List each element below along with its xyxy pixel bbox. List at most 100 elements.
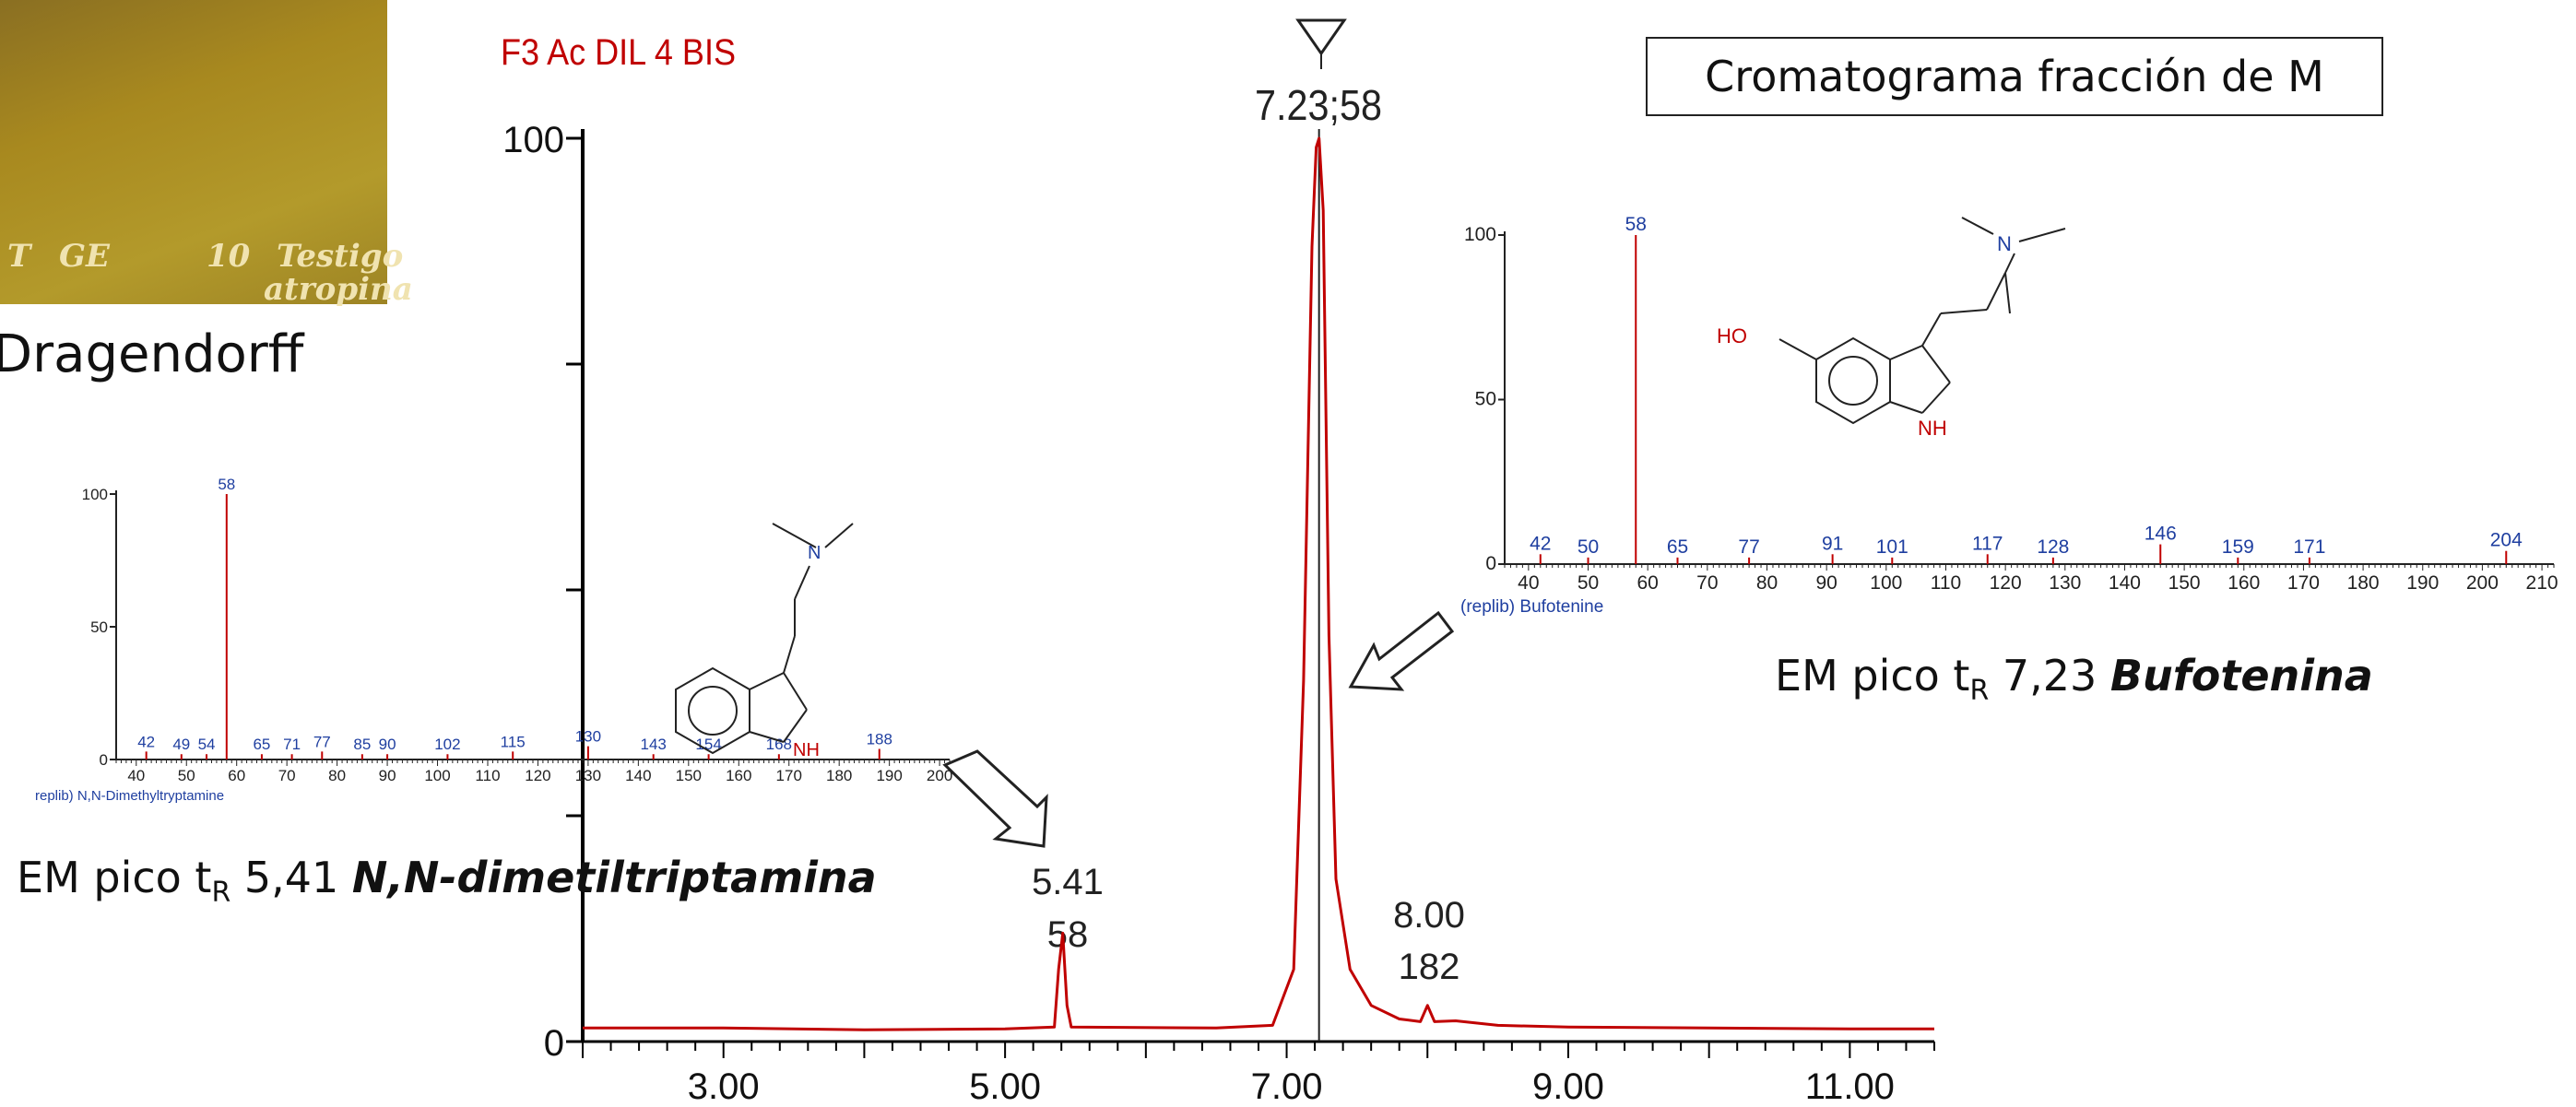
- ms-peak-label: 77: [313, 733, 331, 750]
- ms-x-tick-label: 200: [927, 767, 952, 784]
- ms-y-tick-label: 100: [82, 486, 108, 503]
- ms-x-tick-label: 90: [1815, 572, 1837, 594]
- ms-x-tick-label: 110: [1931, 572, 1961, 594]
- ms-library-label: replib) N,N-Dimethyltryptamine: [35, 788, 224, 804]
- ms-x-tick-label: 120: [1990, 572, 2022, 594]
- ms-x-tick-label: 110: [475, 767, 500, 784]
- ms-peak-label: 65: [253, 736, 270, 753]
- ms-peak-label: 154: [695, 736, 721, 753]
- atom-label: HO: [1717, 324, 1747, 347]
- ms-y-tick-label: 50: [90, 618, 108, 636]
- apex-marker-icon: [1295, 18, 1347, 56]
- ms-x-tick-label: 150: [676, 767, 702, 784]
- ms-x-tick-label: 50: [1578, 572, 1599, 594]
- dmt-structure: [675, 523, 854, 755]
- ms-peak-label: 54: [198, 736, 216, 753]
- chart-title: Cromatograma fracción de M: [1705, 52, 2324, 101]
- ms-x-tick-label: 50: [178, 767, 195, 784]
- ms-y-tick-label: 100: [1464, 224, 1496, 245]
- y-tick-label: 0: [544, 1023, 564, 1064]
- chart-title-box: Cromatograma fracción de M: [1646, 37, 2383, 116]
- ms-x-tick-label: 160: [2227, 572, 2260, 594]
- ms-x-tick-label: 40: [127, 767, 145, 784]
- ms-library-label: (replib) Bufotenine: [1460, 597, 1603, 617]
- ms-peak-label: 91: [1822, 533, 1843, 554]
- tlc-plate-photo: T GE 10 Testigo atropina: [0, 0, 413, 308]
- atom-label: N: [1997, 232, 2012, 255]
- ms-bufotenine-caption: EM pico tR 7,23 Bufotenina: [1775, 651, 2373, 708]
- lane-label: GE: [59, 238, 110, 275]
- chromatogram-trace: [583, 136, 1934, 1031]
- ms-x-tick-label: 190: [876, 767, 902, 784]
- ms-peak-label: 65: [1667, 536, 1688, 558]
- ms-y-tick-label: 0: [100, 751, 108, 769]
- peak-label-rt: 8.00: [1393, 895, 1465, 936]
- ms-peak-label: 143: [641, 736, 667, 753]
- ms-y-tick-label: 0: [1485, 553, 1496, 574]
- peak-label-ion: 182: [1399, 947, 1460, 987]
- ms-peak-label: 85: [353, 736, 371, 753]
- lane-label: atropina: [264, 271, 413, 308]
- ms-x-tick-label: 190: [2406, 572, 2439, 594]
- ms-x-tick-label: 60: [1637, 572, 1659, 594]
- ms-peak-label: 42: [137, 733, 155, 750]
- ms-x-tick-label: 150: [2168, 572, 2201, 594]
- atom-label: NH: [793, 740, 820, 760]
- bufotenine-structure: [1778, 217, 2066, 425]
- ms-x-tick-label: 210: [2526, 572, 2558, 594]
- x-tick-label: 11.00: [1805, 1066, 1895, 1107]
- ms-peak-label: 71: [283, 736, 301, 753]
- ms-x-tick-label: 80: [1756, 572, 1778, 594]
- arrow-to-dmt-peak-icon: [942, 749, 1048, 848]
- ms-x-tick-label: 170: [2287, 572, 2320, 594]
- peak-label-ion: 58: [1047, 914, 1089, 955]
- ms-x-tick-label: 130: [2049, 572, 2081, 594]
- ms-peak-label: 101: [1876, 536, 1908, 558]
- ms-peak-label: 188: [867, 730, 892, 748]
- ms-peak-label: 77: [1738, 536, 1759, 558]
- sample-label: F3 Ac DIL 4 BIS: [501, 32, 736, 73]
- ms-dmt-caption: EM pico tR 5,41 N,N-dimetiltriptamina: [17, 853, 877, 910]
- ms-bufotenine-plot: 0 50 100 40 50 60 70 80 90 100 110 120 130 140 150 160 1…: [1460, 214, 2558, 617]
- ms-x-tick-label: 180: [826, 767, 852, 784]
- ms-x-tick-label: 100: [424, 767, 450, 784]
- ms-bufotenine-panel: [1468, 205, 2565, 489]
- ms-peak-label: 58: [218, 476, 235, 493]
- ms-x-tick-label: 140: [2109, 572, 2141, 594]
- atom-label: N: [808, 543, 821, 563]
- ms-x-tick-label: 170: [776, 767, 802, 784]
- ms-peak-label: 50: [1578, 536, 1599, 558]
- ms-x-tick-label: 40: [1518, 572, 1539, 594]
- ms-x-tick-label: 120: [525, 767, 550, 784]
- ms-x-tick-label: 90: [379, 767, 396, 784]
- ms-peak-label: 130: [575, 728, 601, 746]
- ms-x-tick-label: 160: [726, 767, 751, 784]
- ms-x-tick-label: 60: [228, 767, 245, 784]
- ms-x-tick-label: 100: [1870, 572, 1902, 594]
- ms-x-tick-label: 70: [1696, 572, 1718, 594]
- ms-x-tick-label: 130: [575, 767, 601, 784]
- ms-y-tick-label: 50: [1475, 389, 1496, 410]
- atom-label: NH: [1918, 417, 1947, 440]
- x-tick-label: 9.00: [1532, 1066, 1604, 1107]
- arrow-to-bufotenine-peak-icon: [1348, 610, 1455, 691]
- lane-label: 10: [207, 238, 251, 275]
- x-tick-label: 7.00: [1251, 1066, 1323, 1107]
- ms-x-tick-label: 180: [2347, 572, 2380, 594]
- ms-peak-label: 49: [172, 736, 190, 753]
- peak-label-rt: 5.41: [1032, 862, 1104, 902]
- ms-peak-label: 128: [2037, 536, 2069, 558]
- y-tick-label: 100: [502, 120, 564, 160]
- lane-label: Testigo: [277, 238, 404, 275]
- ms-x-tick-label: 80: [328, 767, 346, 784]
- x-tick-label: 5.00: [969, 1066, 1041, 1107]
- ms-peak-label: 102: [434, 736, 460, 753]
- ms-peak-label: 90: [379, 736, 396, 753]
- ms-peak-label: 146: [2145, 524, 2177, 545]
- ms-peak-label: 117: [1972, 533, 2003, 554]
- ms-peak-label: 204: [2490, 530, 2523, 551]
- lane-label: T: [7, 238, 31, 275]
